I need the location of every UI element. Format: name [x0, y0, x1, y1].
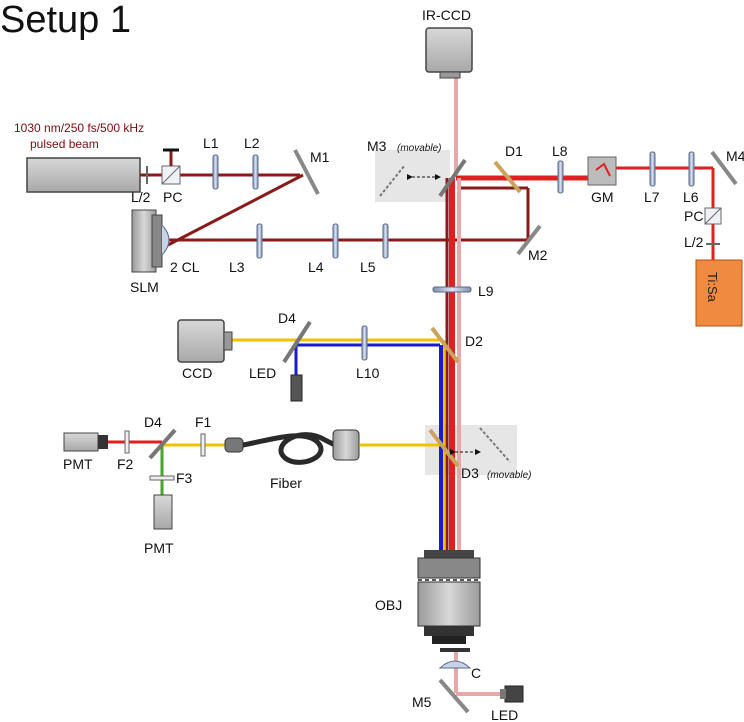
lens-l9 — [432, 286, 472, 293]
dichroic-d4-top — [282, 320, 312, 364]
ir-ccd-label: IR-CCD — [422, 7, 471, 23]
filter-f2 — [124, 430, 130, 454]
tisa-label: Ti:Sa — [705, 272, 720, 303]
led-label: LED — [249, 365, 276, 381]
m3-movable-region — [375, 150, 450, 202]
mirror-m4 — [710, 150, 738, 186]
lens-l7-label: L7 — [644, 189, 660, 205]
galvo-mirror-label: GM — [591, 189, 614, 205]
lens-l9-label: L9 — [478, 283, 494, 299]
mirror-m3-alt-position — [379, 164, 406, 197]
led-bottom — [504, 685, 524, 703]
lens-l3-label: L3 — [229, 259, 245, 275]
dichroic-d1 — [493, 160, 522, 194]
filter-f2-label: F2 — [117, 456, 134, 472]
half-waveplate-tisa-label: L/2 — [684, 234, 704, 250]
source-text-2: pulsed beam — [30, 137, 99, 151]
lens-l6-label: L6 — [683, 189, 699, 205]
mirror-m2 — [516, 224, 542, 256]
dichroic-d2-label: D2 — [465, 333, 483, 349]
mirror-m2-label: M2 — [528, 247, 548, 263]
pmt-detector-2 — [153, 494, 173, 530]
diagram-title: Setup 1 — [0, 0, 131, 41]
pmt-detector-1 — [63, 432, 99, 452]
pmt-1-label: PMT — [63, 456, 93, 472]
condenser-lens — [438, 660, 472, 669]
lens-l8-label: L8 — [552, 143, 568, 159]
lens-l8 — [557, 160, 564, 194]
mirror-m3-label: M3 — [367, 138, 387, 154]
dichroic-d3-alt-position — [479, 427, 511, 463]
objective-body — [417, 581, 481, 627]
optical-fiber — [242, 432, 337, 465]
ccd-camera — [177, 319, 225, 363]
lens-l1-label: L1 — [203, 135, 219, 151]
tisa-laser — [695, 259, 743, 327]
mirror-m4-label: M4 — [726, 148, 744, 164]
lens-l1 — [212, 154, 219, 190]
sample-stage — [440, 648, 470, 652]
mirror-m1 — [293, 149, 320, 195]
slm-label: SLM — [130, 279, 159, 295]
lens-l7 — [649, 151, 656, 187]
dichroic-d4-top-label: D4 — [278, 310, 296, 326]
polarizing-cube-main-label: PC — [163, 189, 182, 205]
objective-top-ring — [424, 550, 474, 558]
filter-f1-label: F1 — [195, 414, 212, 430]
mirror-m5 — [438, 678, 470, 714]
lens-l10-label: L10 — [356, 365, 380, 381]
galvo-mirror — [587, 156, 617, 186]
led-bottom-label: LED — [491, 707, 518, 722]
condenser-label: C — [471, 665, 481, 681]
mirror-m3-movable-label: (movable) — [397, 143, 441, 154]
objective-label: OBJ — [375, 597, 402, 613]
mirror-m3 — [438, 158, 467, 198]
polarizing-cube-tisa-label: PC — [684, 208, 703, 224]
filter-f1 — [200, 433, 206, 457]
lens-l4-label: L4 — [308, 259, 324, 275]
dichroic-d3-label: D3 — [461, 465, 479, 481]
dichroic-d3-movable-label: (movable) — [487, 470, 531, 481]
lens-l2 — [252, 154, 259, 190]
lens-l10 — [361, 325, 368, 361]
lens-l3 — [256, 223, 263, 259]
cylindrical-lens — [161, 224, 170, 256]
mirror-m1-label: M1 — [310, 149, 330, 165]
mirror-m5-label: M5 — [412, 694, 432, 710]
fiber-collimator — [332, 429, 360, 461]
laser-beam-segment-2 — [167, 173, 304, 247]
fiber-label: Fiber — [270, 475, 302, 491]
cylindrical-lens-label: 2 CL — [170, 259, 200, 275]
ir-ccd-camera — [425, 27, 473, 73]
half-waveplate-main-label: L/2 — [131, 189, 151, 205]
dichroic-d2 — [430, 326, 460, 364]
dichroic-d1-label: D1 — [505, 143, 523, 159]
lens-l6 — [688, 151, 695, 187]
filter-f3-label: F3 — [176, 470, 193, 486]
pmt-2-label: PMT — [144, 540, 174, 556]
lens-l5-label: L5 — [360, 259, 376, 275]
laser-source — [26, 157, 141, 193]
fiber-coupler-left — [224, 437, 244, 453]
lens-l4 — [332, 223, 339, 259]
filter-f3 — [149, 475, 175, 481]
source-text-1: 1030 nm/250 fs/500 kHz — [14, 121, 144, 135]
lens-l2-label: L2 — [244, 135, 260, 151]
lens-l5 — [382, 223, 389, 259]
dichroic-d3 — [428, 428, 460, 468]
dichroic-d4-label: D4 — [144, 414, 162, 430]
ccd-label: CCD — [182, 365, 212, 381]
dichroic-d4 — [148, 428, 177, 460]
led-illumination — [290, 374, 303, 402]
